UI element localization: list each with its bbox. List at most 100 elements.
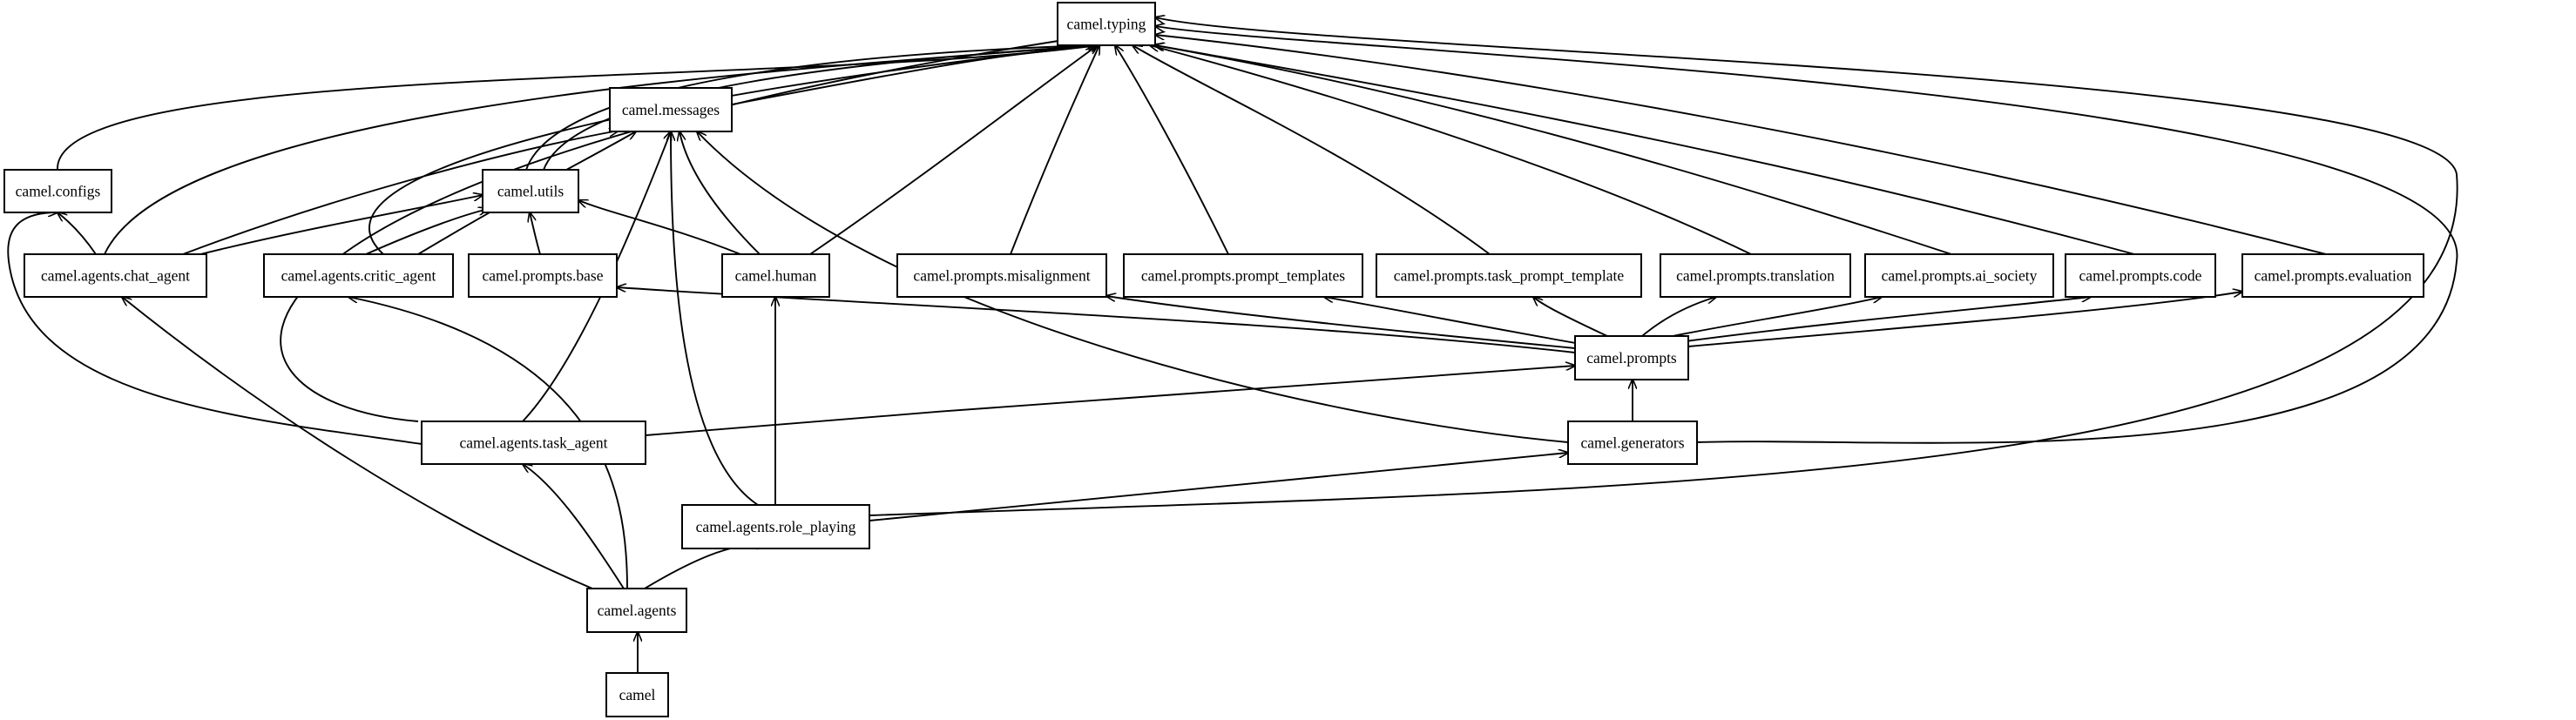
node-label: camel.typing — [1067, 16, 1146, 33]
node-prompts-base: camel.prompts.base — [468, 253, 618, 298]
node-role-playing: camel.agents.role_playing — [681, 504, 870, 549]
edge-code-to-typing — [1155, 45, 2135, 255]
edge-prompts-to-code — [1685, 297, 2091, 342]
node-code: camel.prompts.code — [2065, 253, 2216, 298]
node-label: camel.prompts.ai_society — [1882, 267, 2038, 285]
node-label: camel.prompts.code — [2079, 267, 2202, 285]
node-chat-agent: camel.agents.chat_agent — [24, 253, 207, 298]
edge-role_playing-to-generators — [869, 453, 1568, 521]
node-agents: camel.agents — [586, 588, 687, 633]
node-label: camel.agents.critic_agent — [281, 267, 436, 285]
node-ai-society: camel.prompts.ai_society — [1864, 253, 2054, 298]
node-box — [2241, 253, 2424, 298]
node-utils: camel.utils — [482, 169, 579, 213]
node-label: camel.agents.chat_agent — [41, 267, 190, 285]
node-label: camel.agents.task_agent — [459, 434, 607, 452]
node-critic-agent: camel.agents.critic_agent — [263, 253, 454, 298]
node-label: camel.prompts.base — [483, 267, 604, 285]
node-box — [609, 87, 733, 132]
node-box — [24, 253, 207, 298]
node-box — [3, 169, 112, 213]
node-label: camel.prompts.translation — [1676, 267, 1835, 285]
node-human: camel.human — [721, 253, 830, 298]
node-label: camel.human — [735, 267, 817, 285]
node-label: camel.utils — [497, 183, 564, 200]
edge-prompts-to-translation — [1641, 297, 1716, 337]
node-box — [605, 672, 669, 717]
edge-prompts-to-task_prompt_template — [1533, 297, 1608, 337]
node-label: camel — [619, 686, 656, 703]
edge-prompts-to-ai_society — [1672, 297, 1882, 337]
node-box — [1376, 253, 1642, 298]
node-label: camel.agents.role_playing — [696, 518, 856, 535]
node-label: camel.prompts.prompt_templates — [1141, 267, 1345, 285]
node-box — [468, 253, 618, 298]
node-label: camel.configs — [16, 183, 101, 200]
edge-agents-to-task_agent — [523, 464, 625, 589]
edge-chat_agent-to-typing — [104, 45, 1099, 255]
node-prompts: camel.prompts — [1574, 335, 1689, 380]
edge-human-to-typing — [809, 45, 1098, 255]
node-box — [681, 504, 870, 549]
edge-chat_agent-to-utils — [199, 195, 483, 255]
node-box — [2065, 253, 2216, 298]
edge-human-to-messages — [679, 131, 761, 255]
node-misalignment: camel.prompts.misalignment — [896, 253, 1107, 298]
node-label: camel.prompts.task_prompt_template — [1394, 267, 1625, 285]
node-label: camel.prompts — [1586, 349, 1677, 367]
node-box — [721, 253, 830, 298]
node-label: camel.messages — [622, 101, 720, 118]
node-box — [586, 588, 687, 633]
node-box — [1123, 253, 1363, 298]
edge-prompt_templates-to-typing — [1115, 45, 1229, 255]
edge-utils-to-typing — [525, 45, 1095, 171]
node-label: camel.prompts.evaluation — [2255, 267, 2412, 285]
node-box — [1567, 421, 1698, 465]
edge-critic_agent-to-typing — [368, 45, 1099, 255]
node-box — [482, 169, 579, 213]
node-configs: camel.configs — [3, 169, 112, 213]
node-evaluation: camel.prompts.evaluation — [2241, 253, 2424, 298]
edge-chat_agent-to-configs — [57, 212, 97, 255]
edge-agents-to-chat_agent — [122, 297, 593, 589]
edge-generators-to-messages — [697, 131, 1569, 443]
edge-layer — [7, 17, 2458, 673]
edge-critic_agent-to-utils — [365, 209, 488, 255]
edge-role_playing-to-messages — [671, 131, 759, 506]
node-messages: camel.messages — [609, 87, 733, 132]
node-layer: camel.typing camel.messages camel.configs c… — [3, 2, 2424, 717]
edge-ai_society-to-typing — [1154, 45, 1952, 255]
edge-misalignment-to-typing — [1010, 45, 1099, 255]
node-generators: camel.generators — [1567, 421, 1698, 465]
node-label: camel.generators — [1580, 434, 1684, 452]
edge-task_agent-to-messages — [7, 212, 423, 445]
node-camel: camel — [605, 672, 669, 717]
node-prompt-templates: camel.prompts.prompt_templates — [1123, 253, 1363, 298]
node-label: camel.agents — [598, 602, 677, 619]
edge-evaluation-to-typing — [1155, 35, 2327, 255]
node-box — [1057, 2, 1156, 46]
node-box — [1574, 335, 1689, 380]
edge-translation-to-typing — [1150, 45, 1752, 255]
edge-human-to-utils — [578, 200, 741, 255]
edge-prompts-to-prompt_templates — [1324, 297, 1586, 346]
node-box — [1660, 253, 1851, 298]
edge-task_agent-to-typing — [645, 366, 1575, 436]
node-box — [1864, 253, 2054, 298]
node-translation: camel.prompts.translation — [1660, 253, 1851, 298]
node-typing: camel.typing — [1057, 2, 1156, 46]
node-box — [896, 253, 1107, 298]
edge-prompts_base-to-utils — [530, 212, 541, 255]
edge-configs-to-typing — [57, 45, 1098, 171]
node-label: camel.prompts.misalignment — [913, 267, 1090, 285]
node-task-prompt-template: camel.prompts.task_prompt_template — [1376, 253, 1642, 298]
node-task-agent: camel.agents.task_agent — [421, 421, 646, 465]
edge-prompts-to-evaluation — [1687, 292, 2242, 347]
node-box — [421, 421, 646, 465]
edge-prompts-to-misalignment — [1106, 296, 1576, 349]
node-box — [263, 253, 454, 298]
edge-agents-to-role_playing — [644, 546, 758, 589]
edge-task_prompt_template-to-typing — [1132, 45, 1491, 255]
edge-generators-to-typing — [1155, 26, 2458, 444]
